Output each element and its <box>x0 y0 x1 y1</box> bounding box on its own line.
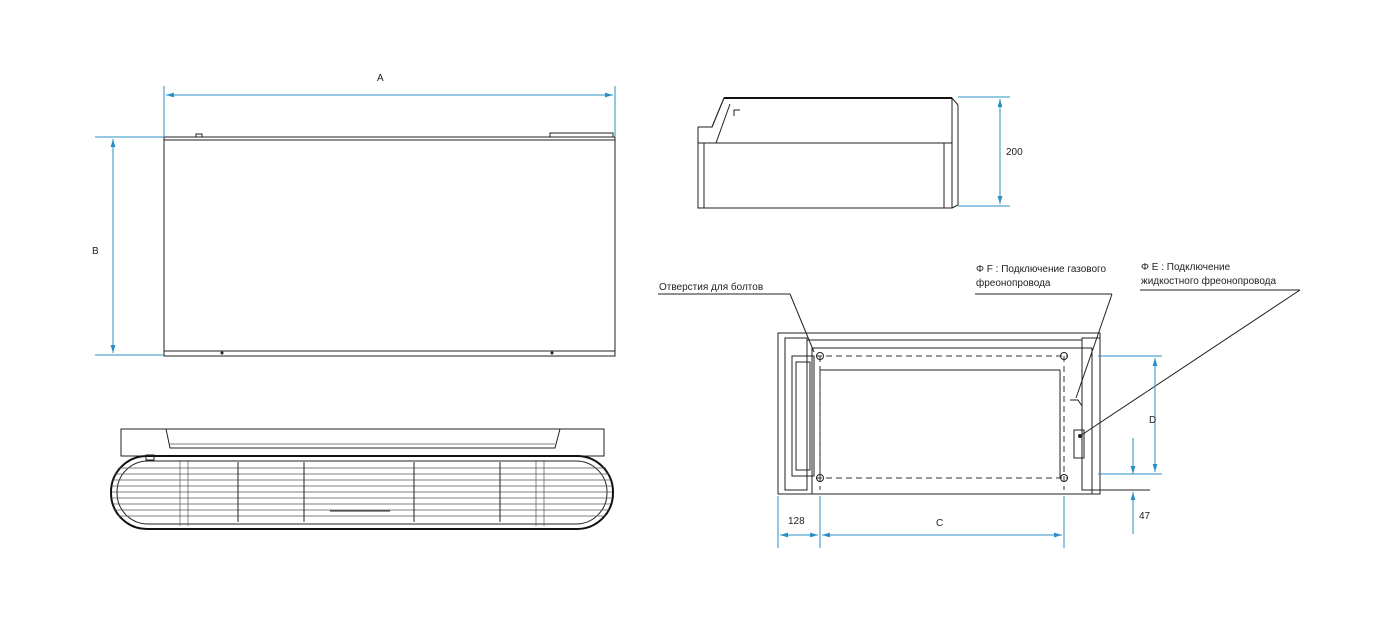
dimension-height-label: 200 <box>1006 147 1023 158</box>
back-view <box>777 332 1150 495</box>
dimension-d <box>1098 355 1162 475</box>
dimension-d-label: D <box>1149 415 1157 426</box>
bolt-holes-callout: Отверстия для болтов <box>659 282 764 293</box>
dimension-c <box>819 496 1065 548</box>
dimension-b <box>95 136 164 356</box>
back-view-leaders <box>658 289 1301 437</box>
dimension-c-label: C <box>936 518 944 529</box>
gas-line-callout-line2: фреонопровода <box>976 278 1051 289</box>
liquid-line-callout-line1: Φ E : Подключение <box>1141 262 1231 273</box>
dimension-128-label: 128 <box>788 516 805 527</box>
dimension-a <box>163 86 616 137</box>
dimension-47-label: 47 <box>1139 511 1151 522</box>
dimension-b-label: B <box>92 246 99 257</box>
grille-slats <box>112 460 612 526</box>
side-view <box>697 97 959 209</box>
dimension-a-label: A <box>377 73 384 84</box>
bottom-view <box>110 428 614 530</box>
gas-line-callout-line1: Φ F : Подключение газового <box>976 264 1107 275</box>
dimension-height <box>958 96 1010 207</box>
dimension-128 <box>777 496 818 548</box>
front-view <box>163 132 616 357</box>
liquid-line-callout-line2: жидкостного фреонопровода <box>1141 276 1277 287</box>
